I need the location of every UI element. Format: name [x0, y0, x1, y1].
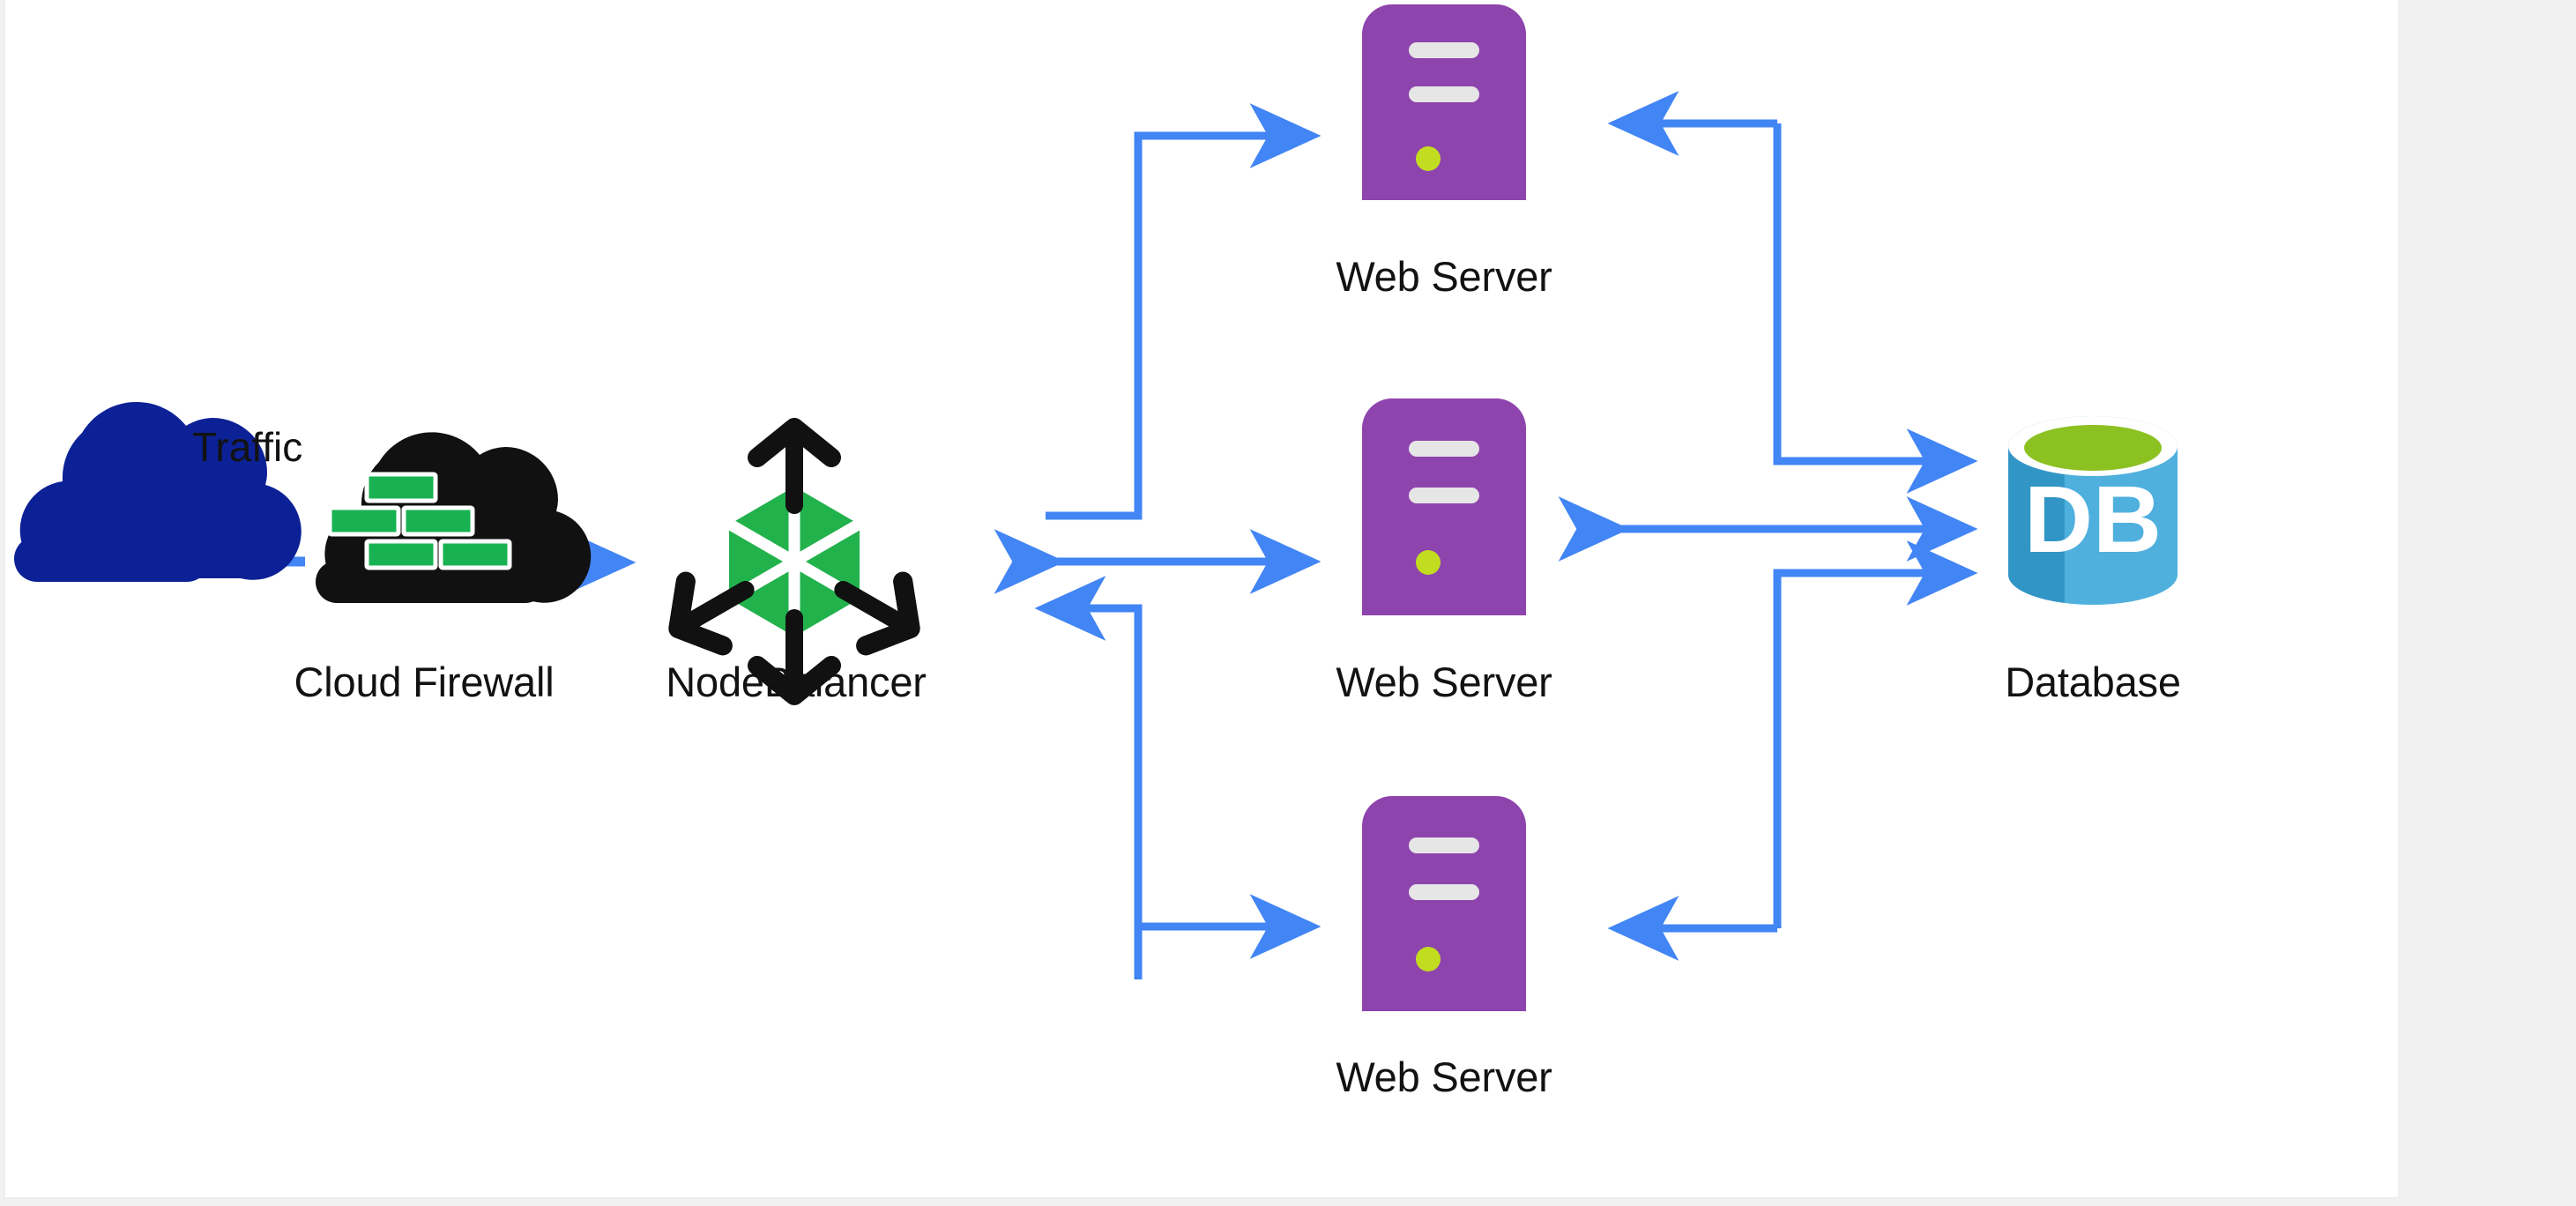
database-glyph-text: DB — [2024, 465, 2162, 572]
diagram-canvas: DB Traffic Cloud Firewall NodeBalancer W… — [4, 0, 2398, 1199]
cloud-icon — [14, 401, 302, 582]
server-tower-icon-bottom — [1362, 796, 1526, 1011]
node-label-cloud-firewall: Cloud Firewall — [294, 659, 555, 705]
firewall-bricks — [327, 472, 512, 570]
connectors — [239, 91, 1978, 979]
server-tower-icon-top — [1362, 4, 1526, 200]
diagram-graphic: DB — [14, 4, 2178, 1011]
connector-webserver-bottom-to-nodebalancer — [1034, 576, 1143, 979]
node-label-database: Database — [2005, 659, 2181, 705]
connector-database-column-top — [1773, 123, 1978, 494]
connector-nodebalancer-to-webserver-top — [1046, 103, 1322, 520]
edge-label-traffic: Traffic — [192, 424, 303, 470]
node-label-nodebalancer: NodeBalancer — [666, 659, 927, 705]
node-label-web-server-middle: Web Server — [1336, 659, 1552, 705]
server-tower-icon-middle — [1362, 398, 1526, 615]
node-label-web-server-bottom: Web Server — [1336, 1053, 1552, 1100]
node-label-web-server-top: Web Server — [1336, 253, 1552, 300]
firewall-brick-cloud-icon — [316, 432, 592, 603]
database-cylinder-icon: DB — [2008, 416, 2178, 605]
connector-webserver-bottom-to-database — [1773, 540, 1978, 928]
nodebalancer-hexagon-icon — [668, 418, 920, 705]
